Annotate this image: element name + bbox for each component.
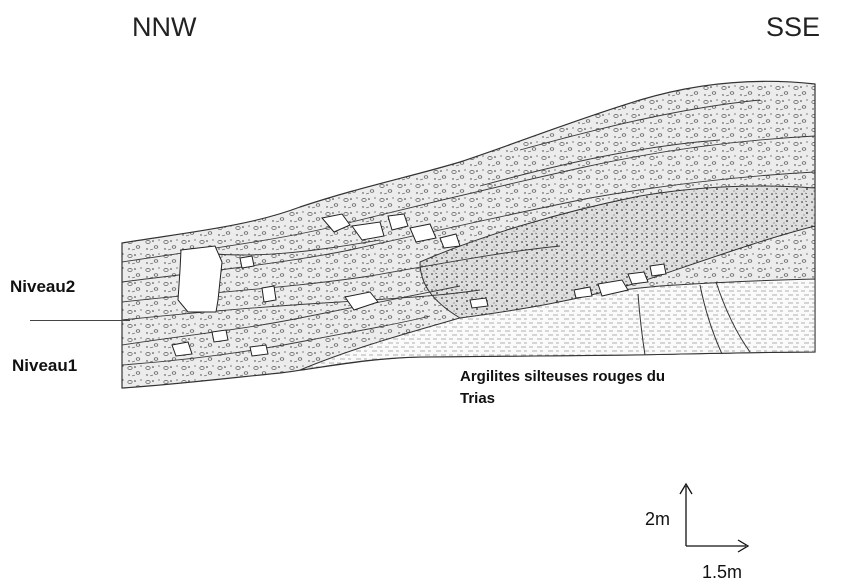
level-1-label: Niveau1 bbox=[12, 356, 77, 376]
large-block bbox=[178, 246, 222, 312]
level-2-label: Niveau2 bbox=[10, 277, 75, 297]
formation-label-line-2: Trias bbox=[460, 390, 495, 407]
formation-label-line-1: Argilites silteuses rouges du bbox=[460, 368, 665, 385]
scale-vertical-label: 2m bbox=[645, 509, 670, 530]
scale-horizontal-label: 1.5m bbox=[702, 562, 742, 583]
level-separator-line bbox=[30, 320, 130, 321]
